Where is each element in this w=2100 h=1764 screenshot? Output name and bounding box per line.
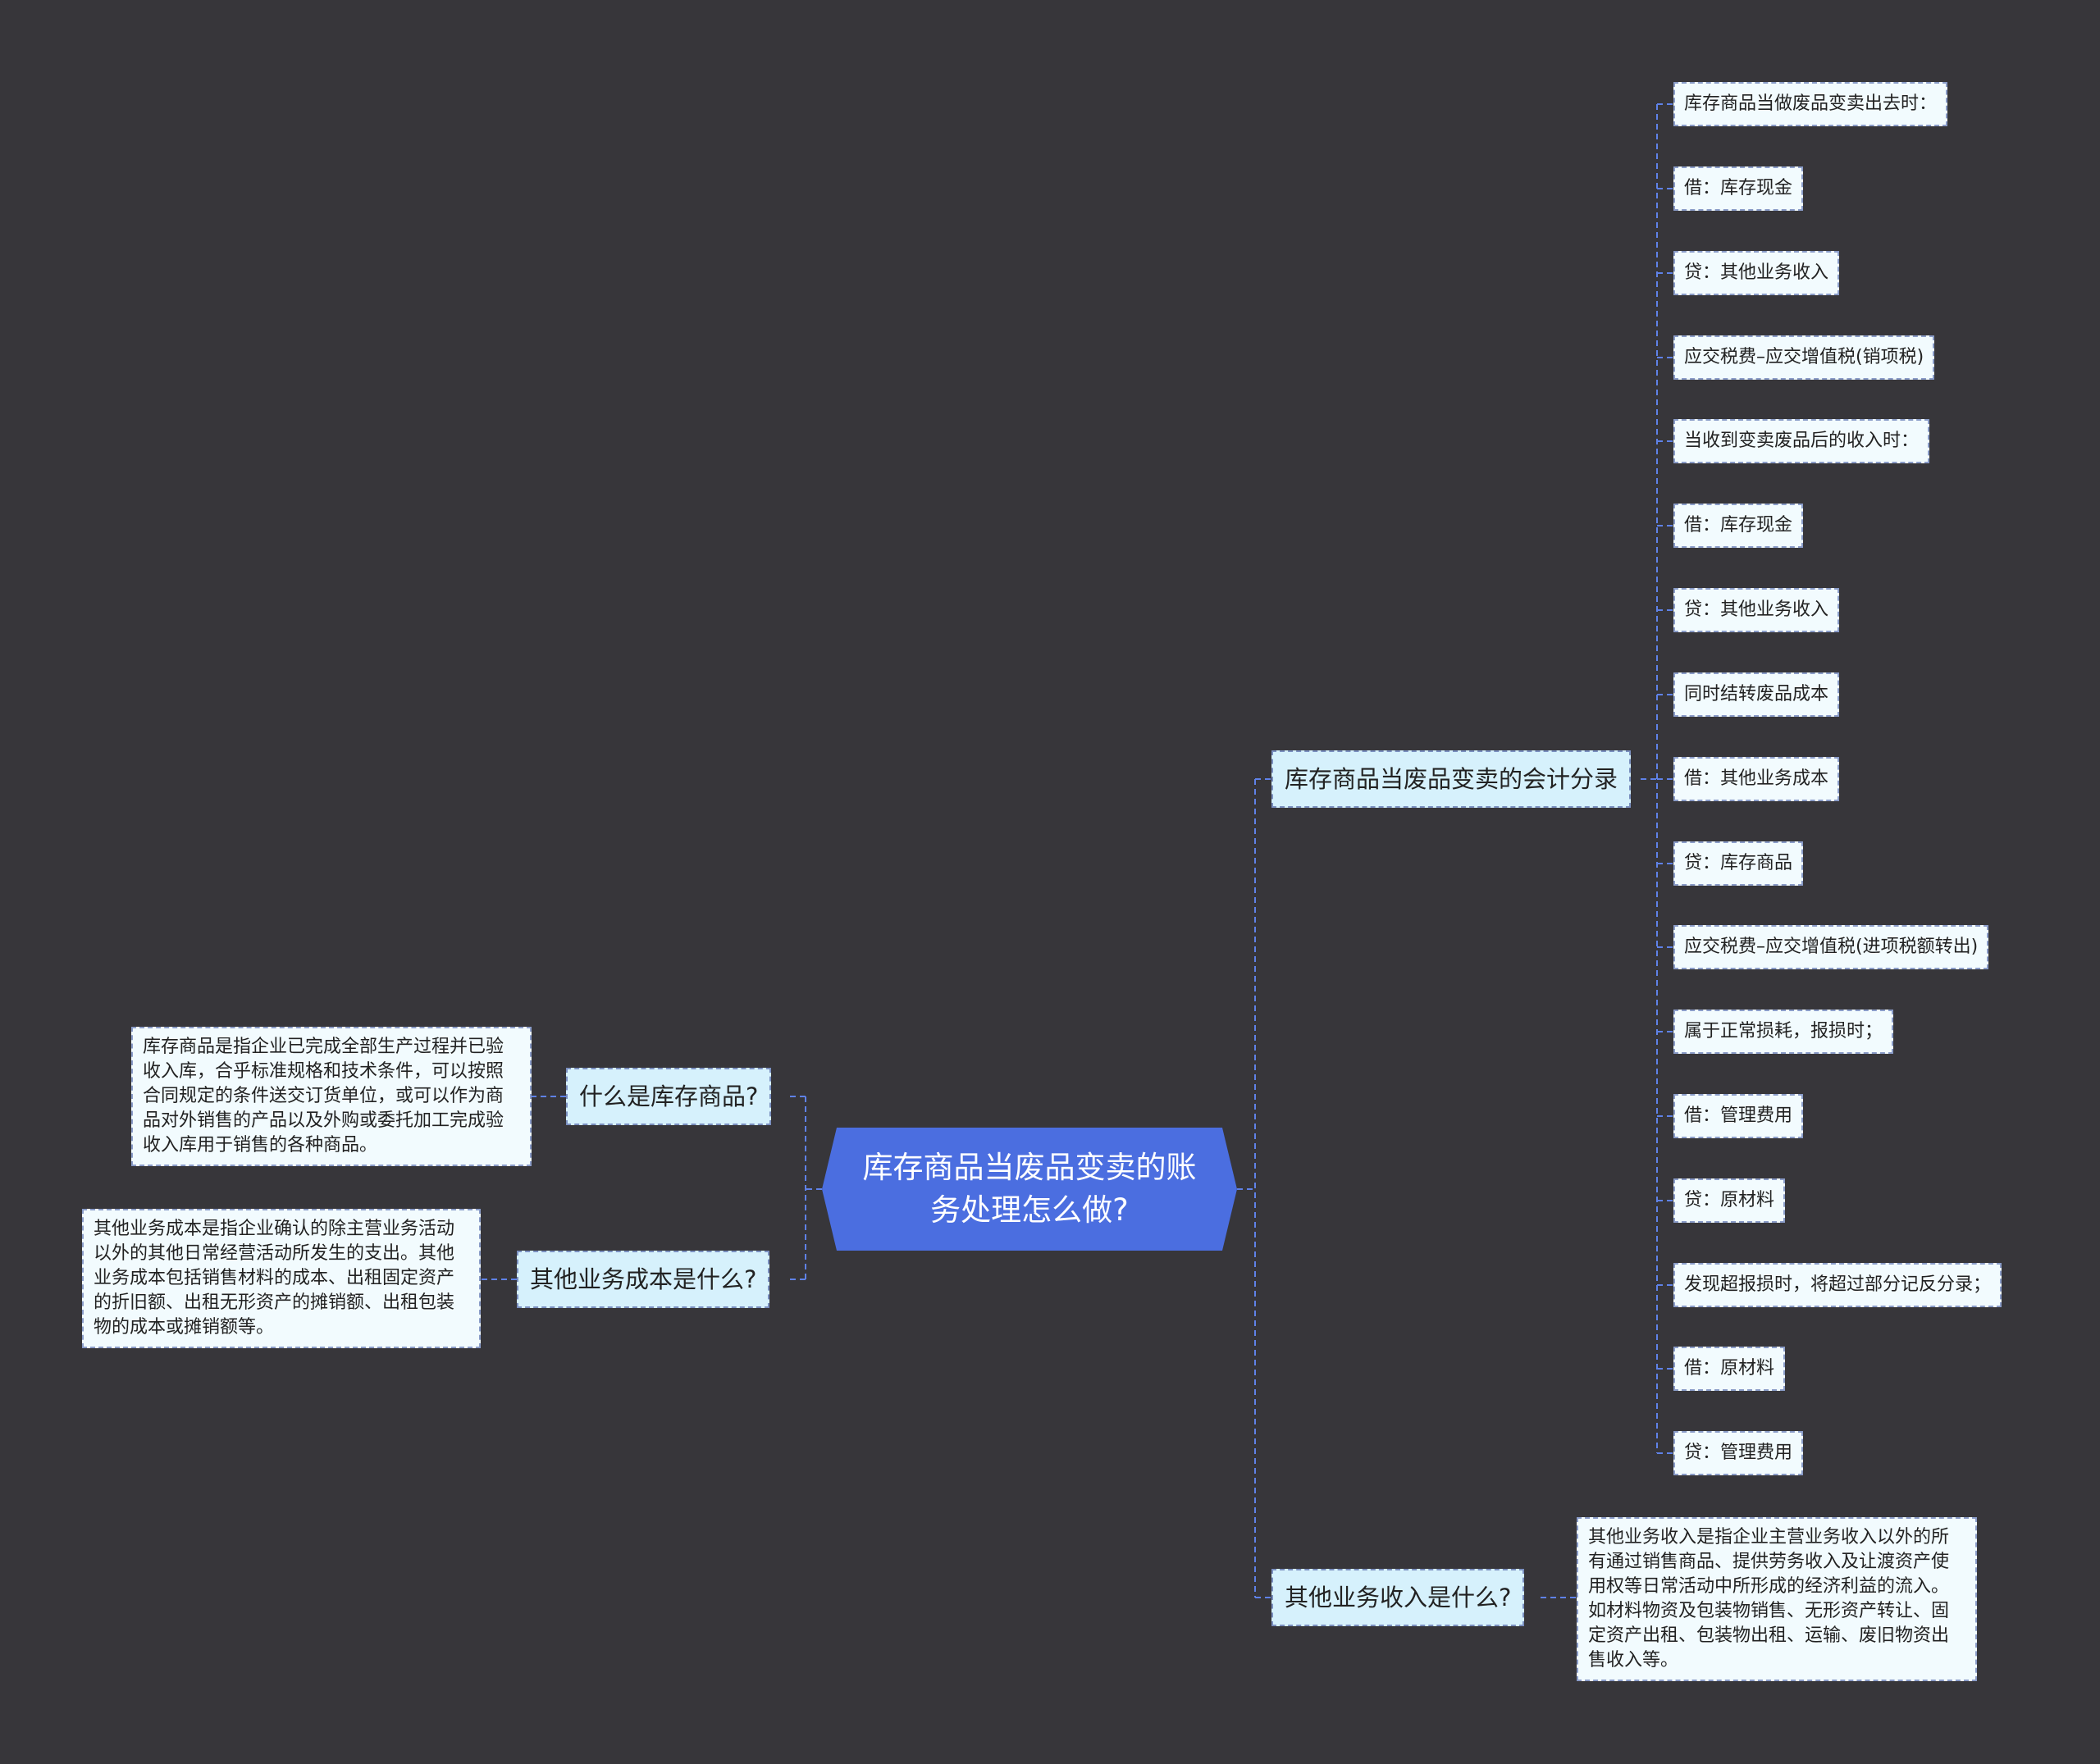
leaf-item[interactable]: 应交税费–应交增值税(进项税额转出) [1673,925,1989,969]
leaf-label: 贷：库存商品 [1684,853,1793,873]
leaf-label: 同时结转废品成本 [1684,684,1829,704]
leaf-item[interactable]: 发现超报损时，将超过部分记反分录； [1673,1263,2002,1307]
note-text: 其他业务收入是指企业主营业务收入以外的所有通过销售商品、提供劳务收入及让渡资产使… [1588,1527,1950,1671]
leaf-item[interactable]: 贷：库存商品 [1673,841,1804,886]
connector-root-right [1237,778,1271,1598]
leaf-label: 借：原材料 [1684,1358,1775,1379]
leaf-item[interactable]: 贷：原材料 [1673,1178,1786,1223]
leaf-label: 贷：其他业务收入 [1684,599,1829,620]
leaf-label: 贷：其他业务收入 [1684,262,1829,283]
connector-branch1-leaves [1641,103,1673,1454]
branch-label: 什么是库存商品? [579,1083,759,1110]
leaf-label: 贷：原材料 [1684,1190,1775,1210]
root-topic[interactable]: 库存商品当废品变卖的账务处理怎么做? [822,1128,1237,1251]
connector-root-left [788,1096,822,1280]
branch-label: 其他业务成本是什么? [530,1265,757,1293]
note-what-is-inventory[interactable]: 库存商品是指企业已完成全部生产过程并已验收入库，合乎标准规格和技术条件，可以按照… [131,1027,532,1166]
leaf-item[interactable]: 借：库存现金 [1673,166,1804,211]
leaf-item[interactable]: 库存商品当做废品变卖出去时： [1673,82,1948,126]
leaf-label: 属于正常损耗，报损时； [1684,1021,1883,1042]
leaf-label: 应交税费–应交增值税(进项税额转出) [1684,937,1979,957]
branch-label: 其他业务收入是什么? [1285,1584,1512,1611]
leaf-label: 借：库存现金 [1684,178,1793,198]
note-other-income[interactable]: 其他业务收入是指企业主营业务收入以外的所有通过销售商品、提供劳务收入及让渡资产使… [1577,1517,1977,1681]
leaf-label: 贷：管理费用 [1684,1443,1793,1463]
leaf-item[interactable]: 借：其他业务成本 [1673,757,1840,801]
leaf-label: 当收到变卖废品后的收入时： [1684,431,1920,451]
leaf-item[interactable]: 贷：管理费用 [1673,1431,1804,1475]
leaf-item[interactable]: 贷：其他业务收入 [1673,251,1840,295]
leaf-label: 发现超报损时，将超过部分记反分录； [1684,1274,1992,1295]
leaf-item[interactable]: 贷：其他业务收入 [1673,588,1840,632]
leaf-label: 借：管理费用 [1684,1105,1793,1126]
leaf-label: 借：其他业务成本 [1684,768,1829,789]
note-text: 库存商品是指企业已完成全部生产过程并已验收入库，合乎标准规格和技术条件，可以按照… [143,1037,504,1155]
branch-label: 库存商品当废品变卖的会计分录 [1285,765,1618,793]
branch-other-cost[interactable]: 其他业务成本是什么? [517,1251,770,1308]
leaf-label: 库存商品当做废品变卖出去时： [1684,93,1938,114]
branch-what-is-inventory[interactable]: 什么是库存商品? [566,1068,772,1125]
note-text: 其他业务成本是指企业确认的除主营业务活动以外的其他日常经营活动所发生的支出。其他… [94,1219,455,1338]
leaf-item[interactable]: 借：库存现金 [1673,504,1804,548]
leaf-item[interactable]: 属于正常损耗，报损时； [1673,1010,1894,1054]
leaf-item[interactable]: 同时结转废品成本 [1673,672,1840,717]
leaf-item[interactable]: 借：管理费用 [1673,1094,1804,1138]
leaf-item[interactable]: 借：原材料 [1673,1347,1786,1391]
note-other-cost[interactable]: 其他业务成本是指企业确认的除主营业务活动以外的其他日常经营活动所发生的支出。其他… [82,1209,481,1348]
leaf-label: 应交税费–应交增值税(销项税) [1684,347,1924,367]
branch-other-income[interactable]: 其他业务收入是什么? [1271,1569,1525,1626]
leaf-item[interactable]: 当收到变卖废品后的收入时： [1673,419,1930,463]
leaf-item[interactable]: 应交税费–应交增值税(销项税) [1673,335,1935,380]
branch-accounting-entries[interactable]: 库存商品当废品变卖的会计分录 [1271,750,1632,808]
root-topic-label: 库存商品当废品变卖的账务处理怎么做? [862,1150,1197,1228]
leaf-label: 借：库存现金 [1684,515,1793,536]
